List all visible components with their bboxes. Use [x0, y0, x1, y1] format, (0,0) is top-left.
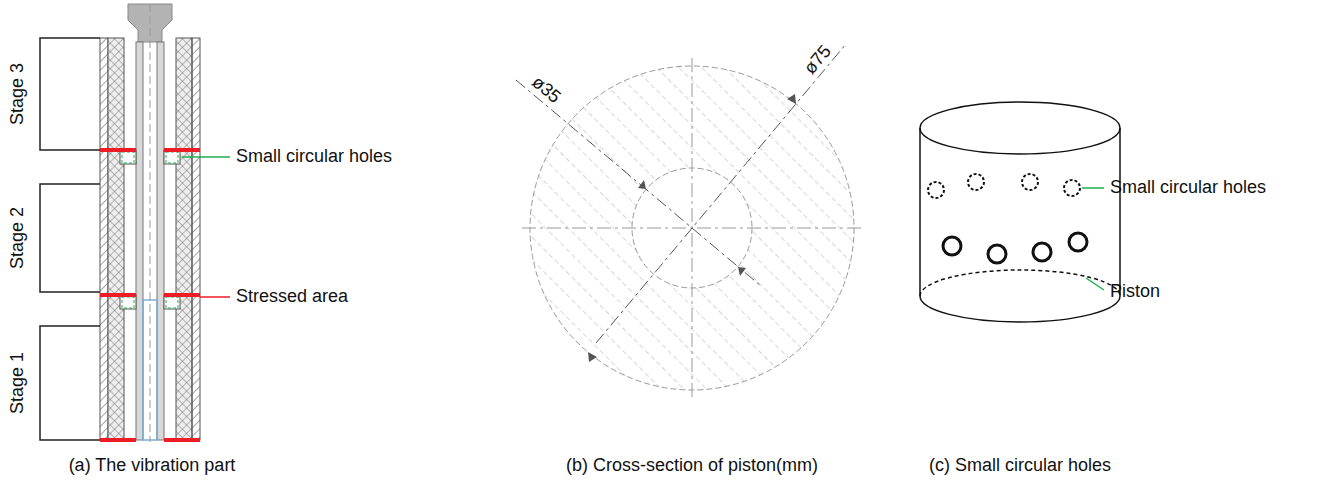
hole-marker: [122, 152, 134, 163]
dimension-arrow: [638, 180, 746, 276]
step-notch: [164, 150, 180, 164]
back-holes: [928, 174, 1080, 198]
callout-label: Small circular holes: [1110, 177, 1266, 199]
subfigure-caption: (a) The vibration part: [69, 455, 236, 477]
dimension-arrow: [588, 94, 796, 362]
dimension-line: [516, 80, 761, 286]
step-notch: [120, 150, 136, 164]
stressed-line: [100, 148, 136, 152]
hole: [968, 174, 984, 190]
stressed-line: [164, 293, 200, 297]
step-notch: [164, 295, 180, 309]
leader-line: [1086, 278, 1104, 290]
callout-label: Piston: [1110, 281, 1160, 303]
callout-label: Small circular holes: [236, 146, 392, 168]
dimension-label: ø75: [800, 41, 836, 79]
stage-label: Stage 3: [7, 63, 29, 125]
stressed-area: [100, 150, 200, 440]
hole-marker: [166, 297, 178, 308]
stressed-line: [100, 293, 136, 297]
hole-marker: [122, 297, 134, 308]
leader-line: [200, 296, 230, 298]
hole: [928, 182, 944, 198]
dimension-label: ø35: [527, 72, 565, 108]
liner-wall: [176, 38, 192, 440]
stage-label: Stage 1: [7, 352, 29, 414]
cylinder-bottom: [920, 296, 1120, 322]
stage-bracket: [40, 38, 100, 150]
hole: [943, 237, 961, 255]
hole: [1022, 174, 1038, 190]
outer-wall: [192, 38, 200, 440]
stage-bracket: [40, 184, 100, 292]
step-notch: [120, 295, 136, 309]
callout-label: Stressed area: [236, 286, 348, 308]
dimension-line: [596, 44, 846, 343]
subfigure-caption: (b) Cross-section of piston(mm): [566, 455, 818, 477]
piston-cylinder: [920, 102, 1120, 322]
mandrel-wall: [136, 42, 143, 440]
hole-marker: [166, 152, 178, 163]
liner-wall: [108, 38, 124, 440]
hole: [1069, 233, 1087, 251]
stage-bracket: [40, 326, 100, 440]
subfigure-caption: (c) Small circular holes: [929, 455, 1111, 477]
cylinder-side: [919, 128, 921, 296]
hole: [988, 245, 1006, 263]
cylinder-top: [920, 102, 1120, 154]
hole: [1033, 243, 1051, 261]
stressed-line: [164, 438, 200, 442]
leader-line: [182, 156, 230, 158]
mandrel-wall: [157, 42, 164, 440]
stage-brackets: [40, 38, 100, 440]
centerline: [150, 4, 151, 442]
outer-wall: [100, 38, 108, 440]
stressed-line: [100, 438, 136, 442]
stressed-line: [164, 148, 200, 152]
cylinder-side: [1119, 128, 1121, 296]
stage-label: Stage 2: [7, 207, 29, 269]
front-holes: [943, 233, 1087, 263]
leader-line: [1082, 187, 1104, 189]
piston-face: [920, 270, 1120, 296]
piston-cross-section: [516, 44, 862, 398]
hole: [1064, 180, 1080, 196]
vibration-part: [40, 4, 230, 442]
